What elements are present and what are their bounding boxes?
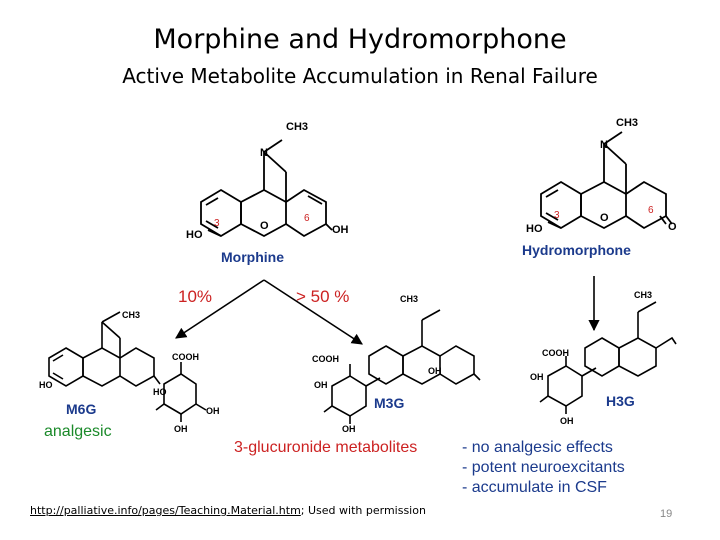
svg-text:COOH: COOH <box>542 348 569 358</box>
h3g-structure <box>539 301 677 414</box>
metabolites-label: 3-glucuronide metabolites <box>234 439 417 456</box>
svg-text:HO: HO <box>186 229 203 241</box>
arrow-to-m6g <box>175 279 265 339</box>
slide-subtitle: Active Metabolite Accumulation in Renal … <box>122 64 598 88</box>
effect-line-2: - potent neuroexcitants <box>462 459 625 476</box>
svg-text:O: O <box>260 220 269 232</box>
hydromorphone-labels: CH3 N HO O O <box>526 117 677 235</box>
pct-m3g: > 50 % <box>296 287 349 306</box>
hydromorphone-label: Hydromorphone <box>522 242 631 258</box>
slide-title: Morphine and Hydromorphone <box>153 24 567 55</box>
effect-line-3: - accumulate in CSF <box>462 479 607 496</box>
source-link[interactable]: http://palliative.info/pages/Teaching.Ma… <box>30 504 301 517</box>
metabolism-diagram: CH3 N HO O OH 3 6 Morphine CH3 N HO O O … <box>39 117 677 496</box>
svg-text:CH3: CH3 <box>286 121 308 133</box>
morphine-pos3: 3 <box>214 218 220 229</box>
svg-text:COOH: COOH <box>312 354 339 364</box>
svg-text:OH: OH <box>174 424 188 434</box>
morphine-pos6: 6 <box>304 213 310 224</box>
morphine-label: Morphine <box>221 249 284 265</box>
svg-text:HO: HO <box>526 223 543 235</box>
effect-line-1: - no analgesic effects <box>462 439 613 456</box>
svg-text:N: N <box>260 147 268 159</box>
m3g-label: M3G <box>374 395 404 411</box>
svg-text:HO: HO <box>39 380 53 390</box>
svg-text:OH: OH <box>314 380 328 390</box>
hydromorphone-pos6: 6 <box>648 205 654 216</box>
svg-text:OH: OH <box>206 406 220 416</box>
m6g-desc: analgesic <box>44 423 112 440</box>
svg-text:O: O <box>600 212 609 224</box>
source-suffix: ; Used with permission <box>300 504 426 517</box>
svg-text:N: N <box>600 139 608 151</box>
svg-text:CH3: CH3 <box>616 117 638 129</box>
svg-text:CH3: CH3 <box>400 294 418 304</box>
svg-text:HO: HO <box>153 387 167 397</box>
svg-text:COOH: COOH <box>172 352 199 362</box>
m3g-labels: CH3 COOH OH OH OH <box>312 294 442 434</box>
svg-text:OH: OH <box>530 372 544 382</box>
svg-text:CH3: CH3 <box>122 310 140 320</box>
hydromorphone-pos3: 3 <box>554 210 560 221</box>
h3g-labels: CH3 COOH OH OH <box>530 290 652 426</box>
svg-text:OH: OH <box>342 424 356 434</box>
m6g-structure <box>48 311 207 422</box>
m6g-labels: CH3 HO COOH HO OH OH <box>39 310 220 434</box>
h3g-label: H3G <box>606 393 635 409</box>
source-citation: http://palliative.info/pages/Teaching.Ma… <box>30 504 426 517</box>
m6g-label: M6G <box>66 401 96 417</box>
svg-text:O: O <box>668 221 677 233</box>
svg-text:CH3: CH3 <box>634 290 652 300</box>
hydromorphone-structure <box>540 131 673 230</box>
pct-m6g: 10% <box>178 287 212 306</box>
slide-number: 19 <box>660 508 673 520</box>
svg-text:OH: OH <box>428 366 442 376</box>
arrow-to-m3g <box>263 279 363 345</box>
morphine-labels: CH3 N HO O OH <box>186 121 349 241</box>
svg-text:OH: OH <box>332 224 349 236</box>
svg-text:OH: OH <box>560 416 574 426</box>
morphine-structure <box>200 139 333 238</box>
m3g-structure <box>323 309 481 424</box>
